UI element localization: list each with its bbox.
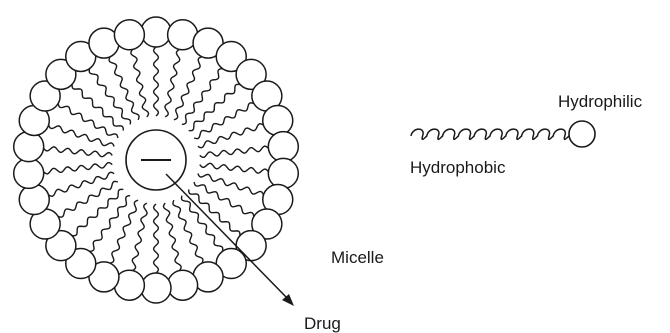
micelle-head (45, 58, 77, 91)
micelle-tail (172, 199, 204, 264)
micelle-tail (57, 180, 119, 218)
micelle-head (251, 208, 283, 240)
micelle-head (267, 157, 300, 190)
micelle-head (113, 19, 146, 51)
hydrophilic-heads (12, 16, 300, 304)
micelle-tail (197, 123, 264, 149)
micelle-head (65, 247, 97, 280)
micelle-tail (71, 188, 124, 237)
micelle-tail (193, 102, 255, 140)
micelle-head (45, 229, 77, 262)
micelle-head (261, 104, 294, 137)
drug-arrow (165, 173, 294, 306)
micelle-tail (57, 103, 119, 139)
micelle-tail (197, 173, 265, 196)
micelle-tail (162, 202, 182, 271)
micelle-tail (199, 162, 269, 174)
micelle-tail (89, 194, 131, 253)
micelle-tail (180, 195, 224, 252)
micelle-tail (130, 49, 150, 118)
micelle-tail (164, 48, 181, 118)
micelle-tail (193, 181, 255, 217)
micelle-tail (152, 46, 160, 117)
micelle-head (12, 130, 45, 163)
micelle-tail (48, 171, 115, 197)
micelle-head (267, 130, 300, 163)
micelle-tail (43, 146, 113, 158)
surfactant-molecule (410, 120, 596, 148)
micelle-tail (173, 56, 203, 121)
drug-label: Drug (304, 314, 341, 333)
micelle-head (18, 183, 51, 216)
hydrophilic-head (568, 120, 596, 148)
micelle-head (29, 80, 61, 112)
micelle-tail (109, 199, 139, 264)
micelle-head (12, 157, 45, 190)
micelle-label: Micelle (331, 248, 384, 267)
micelle-tail (199, 145, 269, 159)
micelle-tail (43, 161, 113, 175)
micelle-tail (47, 124, 115, 147)
micelle-tail (131, 202, 148, 272)
hydrophobic-tails (43, 46, 269, 274)
micelle-head (140, 16, 172, 48)
micelle-tail (188, 83, 241, 132)
micelle-head (235, 58, 267, 91)
hydrophobic-label: Hydrophobic (410, 158, 506, 177)
micelle-head (140, 272, 172, 304)
micelle-tail (88, 68, 132, 125)
hydrophobic-tail (410, 128, 570, 141)
micelle-tail (71, 84, 124, 131)
micelle-tail (152, 203, 160, 274)
micelle-structure (12, 16, 300, 306)
micelle-tail (181, 67, 223, 126)
micelle-head (166, 269, 199, 301)
micelle-head (215, 40, 247, 73)
micelle-tail (188, 189, 241, 236)
hydrophilic-label: Hydrophilic (558, 92, 643, 111)
micelle-tail (108, 56, 140, 121)
drug-core (125, 129, 187, 191)
